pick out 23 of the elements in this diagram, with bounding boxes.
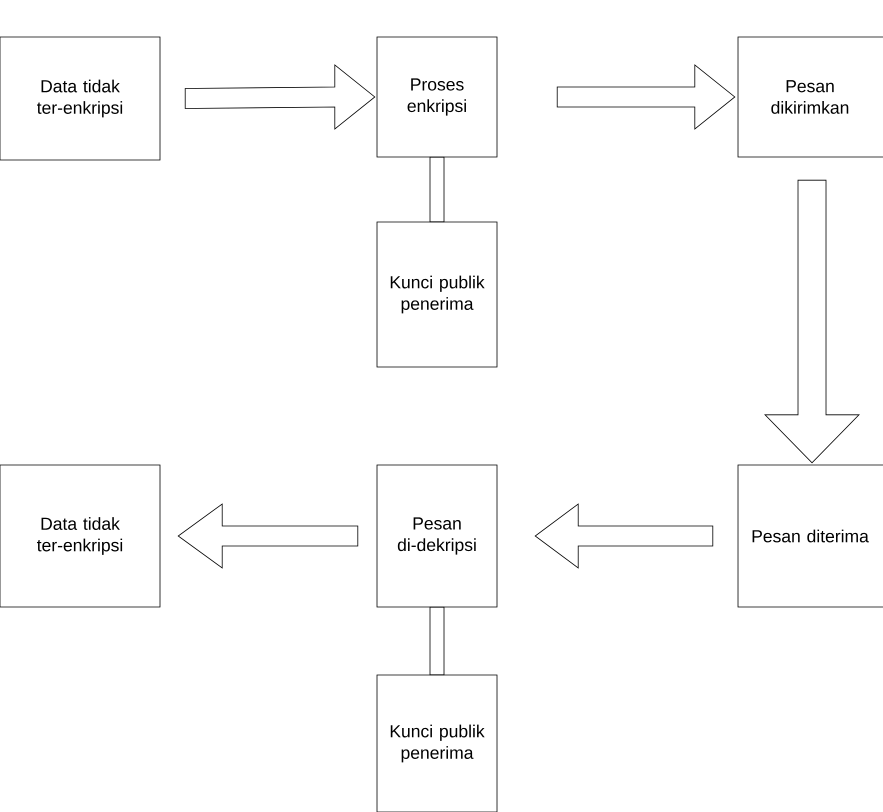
process-box xyxy=(0,36,160,160)
node-label: Pesan dikirimkan xyxy=(771,80,848,114)
process-box xyxy=(376,674,498,812)
node-label: Kunci publik penerima xyxy=(390,724,485,762)
node-label: Proses enkripsi xyxy=(408,78,466,116)
node-label: Kunci publik penerima xyxy=(390,276,485,314)
connector-bar xyxy=(430,606,444,676)
node-label: Data tidak ter-enkripsi xyxy=(36,517,122,555)
block-arrow xyxy=(556,64,736,130)
node-label: Data tidak ter-enkripsi xyxy=(36,80,122,118)
block-arrow xyxy=(534,503,714,569)
process-box xyxy=(738,464,883,608)
node-label: Pesan di-dekripsi xyxy=(398,517,476,555)
process-box xyxy=(376,464,498,608)
process-box xyxy=(376,36,498,158)
process-box xyxy=(376,222,498,368)
process-box xyxy=(738,36,883,158)
connector-bar xyxy=(430,156,444,222)
node-label: Pesan diterima xyxy=(752,530,869,542)
block-arrow xyxy=(184,64,376,130)
process-box xyxy=(0,464,160,608)
block-arrow xyxy=(764,180,860,464)
block-arrow xyxy=(178,503,358,569)
